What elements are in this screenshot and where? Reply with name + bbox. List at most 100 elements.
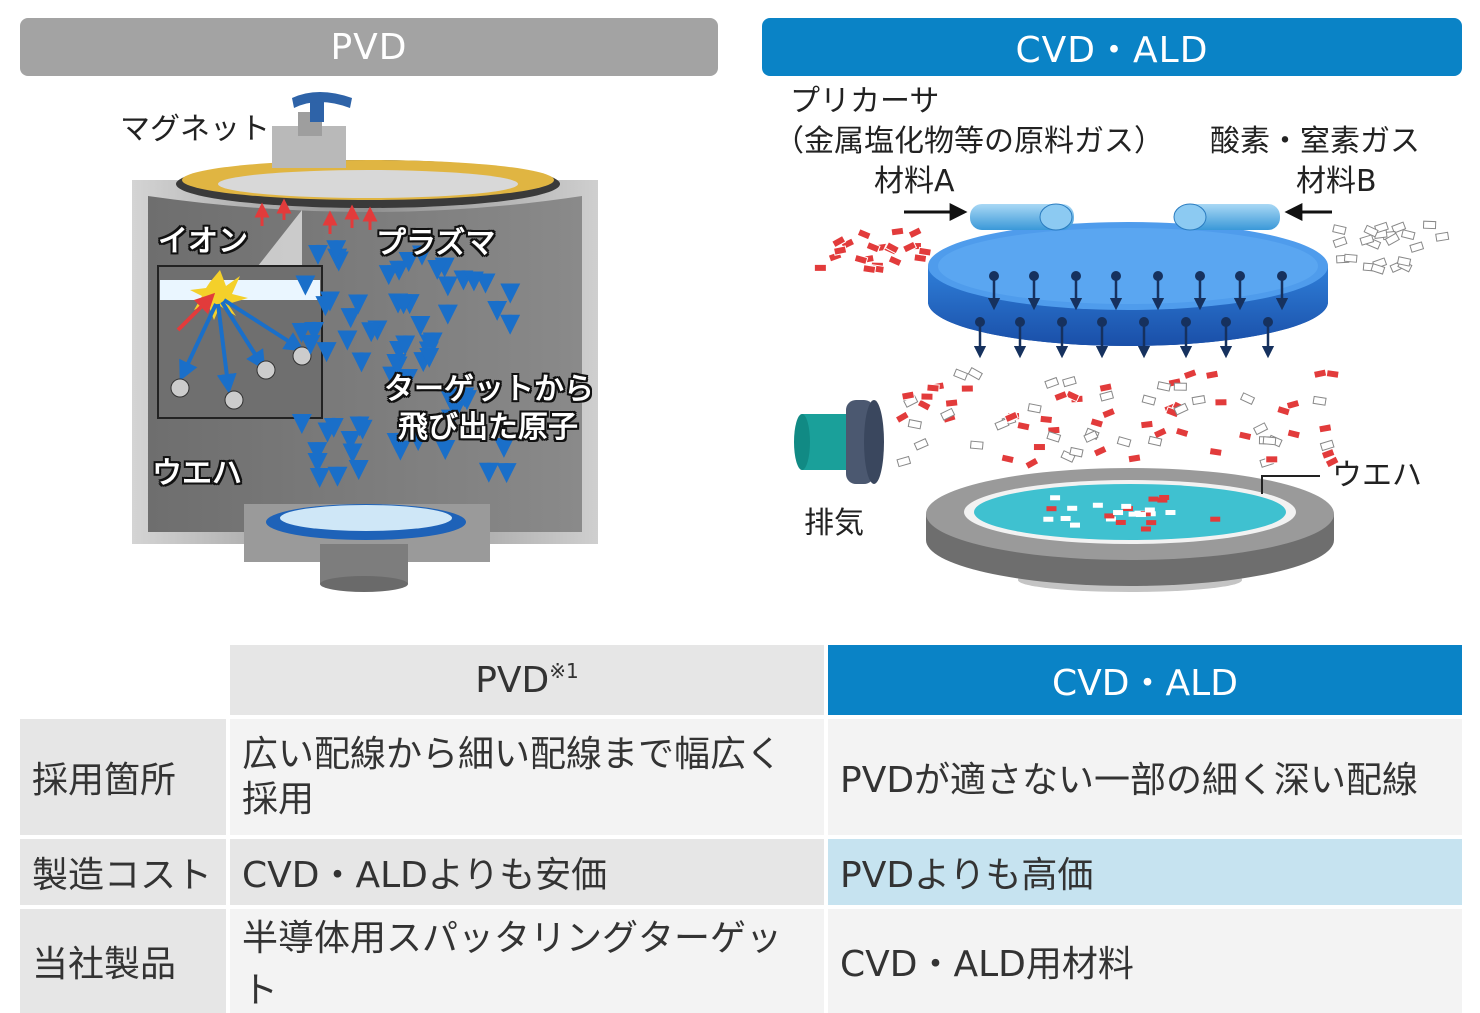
- wafer-molecule: [1069, 522, 1080, 528]
- precursor-molecule: [831, 234, 847, 249]
- pvd-wafer-label: ウエハ: [152, 456, 242, 491]
- plasma-label: プラズマ: [376, 226, 496, 261]
- row-label: 製造コスト: [20, 835, 230, 905]
- wafer-molecule: [1104, 513, 1115, 519]
- gas-molecule: [1391, 221, 1407, 234]
- cvd-cell: PVDよりも高価: [828, 835, 1462, 905]
- wafer-molecule: [1144, 507, 1155, 513]
- precursor-molecule: [813, 263, 827, 272]
- flow-dot: [1139, 317, 1149, 327]
- mixed-molecule: [1324, 455, 1340, 469]
- precursor-label: プリカーサ: [790, 84, 940, 119]
- precursor-molecule: [901, 240, 918, 254]
- precursor-molecule: [884, 241, 900, 255]
- ion-label: イオン: [158, 224, 248, 259]
- mixed-molecule: [1053, 389, 1069, 403]
- exhaust-port: [794, 400, 884, 484]
- wafer-molecule: [1092, 502, 1103, 508]
- mixed-molecule: [1182, 368, 1198, 381]
- mixed-molecule: [1320, 447, 1336, 460]
- wafer-molecule: [1067, 505, 1078, 511]
- mixed-molecule: [1046, 430, 1062, 443]
- exhaust-label: 排気: [804, 506, 864, 541]
- mixed-molecule: [1214, 398, 1228, 407]
- mixed-molecule: [953, 368, 969, 381]
- wafer-molecule: [1148, 496, 1159, 502]
- gas-flow-arrows: [973, 271, 1289, 359]
- precursor-molecule: [917, 246, 932, 257]
- mixed-molecule: [1152, 426, 1168, 440]
- wafer-molecule: [1115, 519, 1126, 525]
- precursor-desc-label: （金属塩化物等の原料ガス）: [774, 124, 1164, 159]
- magnet-assembly: [176, 92, 560, 208]
- mixed-molecule: [1262, 436, 1277, 446]
- process-diagrams: [132, 92, 1450, 592]
- flow-dot: [1015, 317, 1025, 327]
- table-row: 製造コスト CVD・ALDよりも安価 PVDよりも高価: [20, 835, 1462, 905]
- mixed-molecule: [1069, 446, 1084, 458]
- flow-dot: [1221, 317, 1231, 327]
- mixed-molecule: [1204, 369, 1220, 380]
- mixed-molecule: [1208, 447, 1223, 457]
- gas-molecule: [1370, 263, 1386, 275]
- mixed-molecule: [1027, 403, 1042, 414]
- mixed-molecule: [1285, 398, 1301, 411]
- mixed-molecule: [1099, 390, 1114, 402]
- mixed-molecule: [1239, 392, 1256, 405]
- wafer-molecule: [1146, 520, 1157, 526]
- mixed-molecule: [926, 383, 940, 393]
- mixed-molecule: [896, 455, 912, 468]
- row-label: 当社製品: [20, 905, 230, 1013]
- pvd-banner: PVD: [20, 18, 718, 76]
- wafer-molecule: [1043, 516, 1054, 522]
- precursor-molecule: [856, 228, 872, 241]
- mixed-molecule: [1173, 402, 1189, 416]
- mixed-molecule: [1319, 439, 1335, 452]
- mixed-molecule: [1276, 405, 1291, 417]
- mixed-molecule: [1044, 376, 1060, 389]
- gas-molecule: [1400, 229, 1416, 241]
- wafer-molecule: [1113, 510, 1124, 516]
- gas-molecule: [1363, 224, 1379, 238]
- cvd-banner: CVD・ALD: [762, 18, 1462, 76]
- plasma-ions: [254, 198, 378, 234]
- mixed-molecule: [967, 367, 983, 381]
- mixed-molecule: [969, 440, 984, 450]
- gas-molecule: [1359, 234, 1375, 246]
- mixed-molecule: [1098, 382, 1113, 393]
- flow-dot: [1181, 317, 1191, 327]
- cvd-cell: PVDが適さない一部の細く深い配線: [828, 715, 1462, 835]
- wafer-molecule: [1128, 511, 1139, 517]
- flow-dot: [1263, 317, 1273, 327]
- table-row: 当社製品 半導体用スパッタリングターゲット CVD・ALD用材料: [20, 905, 1462, 1013]
- mixed-molecule: [1265, 455, 1279, 464]
- mixed-molecule: [944, 398, 959, 408]
- mixed-molecule: [1127, 453, 1142, 464]
- precursor-molecule: [862, 264, 877, 275]
- flow-dot: [1277, 271, 1287, 281]
- mixed-molecule: [1024, 456, 1040, 470]
- mixed-molecule: [1312, 395, 1327, 406]
- mixed-molecule: [900, 390, 916, 401]
- flow-dot: [975, 317, 985, 327]
- mixed-molecule: [1139, 419, 1154, 430]
- wafer-molecule: [1060, 515, 1071, 521]
- wafer-molecule: [1165, 509, 1176, 515]
- precursor-molecule: [832, 245, 848, 256]
- mixed-molecule: [1312, 368, 1328, 379]
- wafer-molecule: [1121, 503, 1132, 509]
- wafer-molecule: [1105, 516, 1116, 522]
- wafer-molecule: [1159, 494, 1170, 500]
- gas-molecule: [1409, 241, 1425, 253]
- deposited-molecules: [1043, 494, 1221, 532]
- comparison-table: PVD※1 CVD・ALD 採用箇所 広い配線から細い配線まで幅広く採用 PVD…: [20, 645, 1462, 1013]
- mixed-molecule: [1060, 450, 1076, 463]
- gas-molecule: [1396, 256, 1412, 267]
- header-corner: [20, 645, 230, 715]
- mixed-molecule: [1325, 369, 1340, 379]
- precursor-molecule: [865, 241, 881, 254]
- gas-molecule: [1332, 236, 1348, 249]
- mixed-molecule: [1286, 428, 1302, 440]
- mixed-molecule: [1039, 414, 1054, 425]
- mixed-molecule: [1083, 430, 1099, 443]
